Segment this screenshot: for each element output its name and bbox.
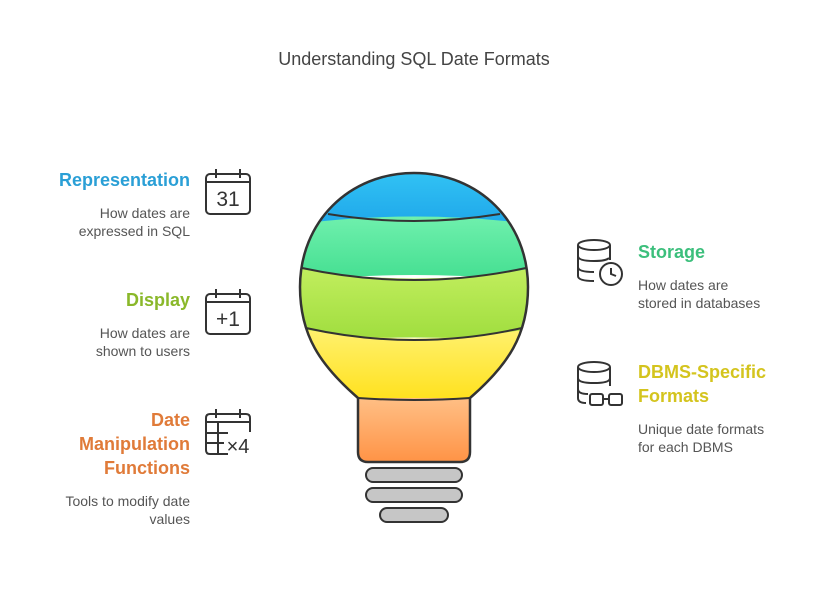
- date-manipulation-functions-description: Tools to modify date values: [65, 492, 190, 528]
- dbms-specific-formats-heading: DBMS-Specific Formats: [638, 360, 766, 408]
- storage-description: How dates are stored in databases: [638, 276, 760, 312]
- storage-description-line-1: How dates are: [638, 277, 729, 293]
- bulb-segment-display: [300, 267, 528, 345]
- bulb-base-ring-3: [379, 507, 449, 523]
- display-description-line-2: shown to users: [95, 343, 190, 359]
- dbms-specific-formats-description: Unique date formats for each DBMS: [638, 420, 764, 456]
- representation-heading: Representation: [58, 170, 190, 190]
- dbms-heading-line-1: DBMS-Specific: [638, 362, 767, 382]
- diagram-title: Understanding SQL Date Formats: [278, 49, 550, 69]
- calendar-31-icon: 31: [205, 169, 251, 215]
- database-glasses-icon: [577, 361, 623, 406]
- dbms-description-line-2: for each DBMS: [638, 439, 733, 455]
- calendar-31-icon-text: 31: [216, 188, 239, 211]
- representation-description-line-1: How dates are: [99, 205, 190, 221]
- calendar-times-four-icon: ×4: [205, 409, 251, 456]
- date-manipulation-functions-heading: Date Manipulation Functions: [79, 408, 190, 480]
- bulb-segment-functions: [300, 398, 528, 462]
- functions-description-line-2: values: [149, 511, 190, 527]
- functions-heading-line-2: Manipulation: [79, 434, 190, 454]
- bulb-base-ring-1: [365, 467, 463, 483]
- display-description-line-1: How dates are: [99, 325, 190, 341]
- display-description: How dates are shown to users: [96, 324, 190, 360]
- bulb-base-ring-2: [365, 487, 463, 503]
- bulb-segment-storage: [300, 216, 528, 282]
- calendar-plus-one-icon-text: +1: [216, 308, 240, 331]
- dbms-description-line-1: Unique date formats: [638, 421, 765, 437]
- representation-description-line-2: expressed in SQL: [78, 223, 190, 239]
- dbms-heading-line-2: Formats: [638, 386, 710, 406]
- database-clock-icon: [577, 239, 623, 286]
- storage-description-line-2: stored in databases: [638, 295, 761, 311]
- storage-heading: Storage: [638, 242, 706, 262]
- representation-description: How dates are expressed in SQL: [79, 204, 190, 240]
- functions-heading-line-3: Functions: [104, 458, 190, 478]
- display-heading: Display: [125, 290, 190, 310]
- calendar-times-four-icon-text: ×4: [227, 436, 250, 456]
- functions-description-line-1: Tools to modify date: [65, 493, 190, 509]
- functions-heading-line-1: Date: [150, 410, 190, 430]
- bulb-segment-dbms: [300, 327, 528, 402]
- calendar-plus-one-icon: +1: [205, 289, 251, 335]
